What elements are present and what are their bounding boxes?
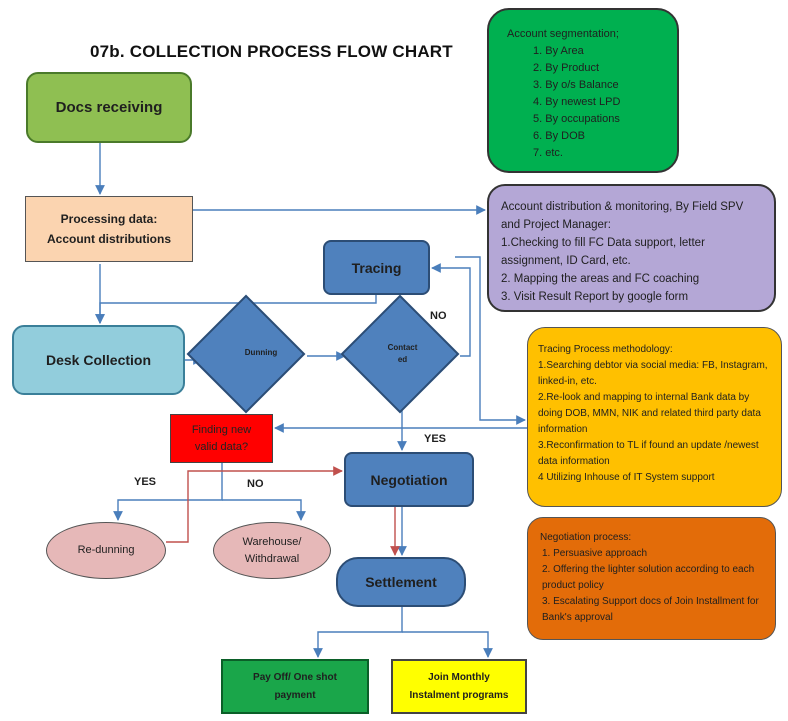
segmentation-list: 1. By Area 2. By Product 3. By o/s Balan… [507,43,665,162]
distribution-list: 1.Checking to fill FC Data support, lett… [501,234,762,306]
edge-contacted-to-tracing [431,263,471,357]
node-docs-receiving: Docs receiving [26,72,192,143]
segmentation-item: 3. By o/s Balance [533,79,619,91]
distribution-item: 2. Mapping the areas and FC coaching [501,273,700,285]
edge-label-yes-negotiation: YES [424,433,447,445]
edge-tracing-method-link [455,256,526,425]
node-warehouse: Warehouse/ Withdrawal [213,522,331,579]
node-settlement: Settlement [336,557,466,607]
node-finding-new-data-label: Finding new valid data? [191,423,252,453]
segmentation-item: 5. By occupations [533,113,620,125]
edge-settlement-split [313,607,403,658]
edge-finding-to-warehouse [222,499,306,521]
segmentation-item: 1. By Area [533,45,584,57]
edge-label-yes-redunning: YES [134,476,157,488]
node-desk-collection: Desk Collection [12,325,185,395]
edge-label-no-tracing: NO [430,310,447,322]
edge-settlement-to-join [402,631,493,658]
node-pay-off-label: Pay Off/ One shot payment [253,671,337,701]
node-desk-collection-label: Desk Collection [45,352,152,368]
node-docs-receiving-label: Docs receiving [55,99,163,116]
page-title: 07b. COLLECTION PROCESS FLOW CHART [90,42,453,61]
node-re-dunning: Re-dunning [46,522,166,579]
panel-account-distribution: Account distribution & monitoring, By Fi… [487,184,776,312]
panel-account-segmentation-heading: Account segmentation; [507,28,619,40]
panel-tracing-methodology-heading: Tracing Process methodology: [538,344,673,355]
edge-finding-split [113,463,223,521]
edge-label-no-warehouse: NO [247,478,264,490]
node-processing-data-label: Processing data: Account distributions [47,212,171,246]
node-negotiation-label: Negotiation [370,471,448,488]
tracing-item: 4 Utilizing Inhouse of IT System support [538,472,715,483]
node-pay-off: Pay Off/ One shot payment [221,659,369,714]
segmentation-item: 2. By Product [533,62,600,74]
tracing-item: 3.Reconfirmation to TL if found an updat… [538,440,759,467]
negotiation-item: 3. Escalating Support docs of Join Insta… [542,596,759,623]
node-tracing: Tracing [323,240,430,295]
node-settlement-label: Settlement [365,574,437,590]
node-tracing-label: Tracing [351,259,402,276]
tracing-item: 1.Searching debtor via social media: FB,… [538,360,768,387]
decision-dunning-label: Dunning [244,348,278,357]
tracing-item: 2.Re-look and mapping to internal Bank d… [538,392,761,435]
node-join-monthly: Join Monthly Instalment programs [391,659,527,714]
node-negotiation: Negotiation [344,452,474,507]
node-re-dunning-label: Re-dunning [77,544,135,556]
panel-negotiation-process-heading: Negotiation process: [540,532,632,543]
negotiation-list: 1. Persuasive approach 2. Offering the l… [540,546,765,626]
distribution-item: 1.Checking to fill FC Data support, lett… [501,237,705,267]
decision-contacted-label: Contact ed [387,343,418,364]
segmentation-item: 4. By newest LPD [533,96,621,108]
negotiation-item: 2. Offering the lighter solution accordi… [542,564,755,591]
node-processing-data: Processing data: Account distributions [25,196,193,262]
negotiation-item: 1. Persuasive approach [542,548,648,559]
segmentation-item: 6. By DOB [533,130,585,142]
tracing-list: 1.Searching debtor via social media: FB,… [538,358,771,486]
node-finding-new-data: Finding new valid data? [170,414,273,463]
segmentation-item: 7. etc. [533,147,563,159]
panel-negotiation-process: Negotiation process: 1. Persuasive appro… [527,517,776,640]
panel-account-distribution-heading: Account distribution & monitoring, By Fi… [501,201,744,231]
node-warehouse-label: Warehouse/ Withdrawal [242,535,302,565]
edge-redunning-to-negotiation [166,466,343,543]
panel-account-segmentation: Account segmentation; 1. By Area 2. By P… [487,8,679,173]
panel-tracing-methodology: Tracing Process methodology: 1.Searching… [527,327,782,507]
distribution-item: 3. Visit Result Report by google form [501,291,689,303]
node-join-monthly-label: Join Monthly Instalment programs [409,671,509,701]
